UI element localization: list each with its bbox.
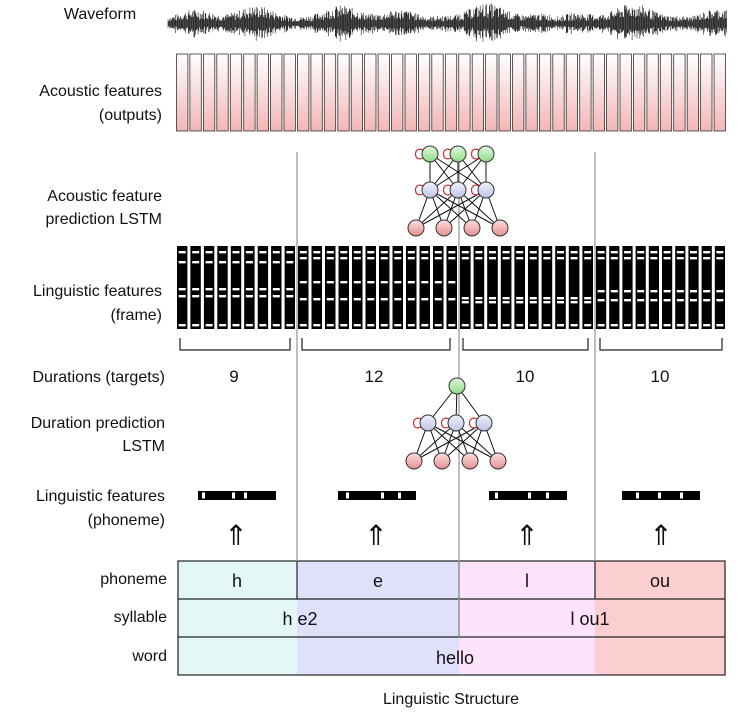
column-h (178, 561, 297, 675)
phoneme-cell-ou: ou (650, 571, 670, 591)
phoneme-cell-l: l (525, 571, 529, 591)
duration-lstm-network (405, 377, 507, 470)
up-arrow-h: ⇑ (224, 520, 247, 551)
waveform-signal (167, 3, 727, 42)
column-l (459, 561, 595, 675)
label-ling-phoneme-sub: (phoneme) (88, 512, 165, 529)
label-acoustic-lstm: Acoustic feature (47, 188, 162, 205)
word-cell: hello (436, 648, 474, 668)
label-row-syllable: syllable (114, 609, 167, 626)
acoustic-lstm-network (407, 145, 509, 237)
column-ou (595, 561, 725, 675)
duration-value-ou: 10 (651, 367, 670, 386)
label-waveform: Waveform (64, 6, 136, 23)
syllable-cell-1: h e2 (282, 609, 317, 629)
syllable-cell-2: l ou1 (570, 609, 609, 629)
label-footer: Linguistic Structure (383, 691, 519, 708)
label-durations: Durations (targets) (33, 369, 166, 386)
label-row-word: word (131, 648, 167, 665)
label-acoustic-lstm-sub: prediction LSTM (46, 211, 163, 228)
label-acoustic-features: Acoustic features (39, 83, 162, 100)
column-e (297, 561, 459, 675)
label-ling-phoneme: Linguistic features (36, 488, 165, 505)
label-row-phoneme: phoneme (100, 571, 167, 588)
phoneme-boundaries (296, 152, 596, 637)
up-arrow-l: ⇑ (515, 520, 538, 551)
linguistic-frame-bars (177, 246, 725, 329)
label-duration-lstm: Duration prediction (31, 415, 165, 432)
label-duration-lstm-sub: LSTM (122, 438, 165, 455)
linguistic-phoneme-bars (198, 491, 700, 500)
phoneme-cell-e: e (373, 571, 383, 591)
label-ling-frame-sub: (frame) (110, 307, 162, 324)
label-acoustic-features-sub: (outputs) (99, 107, 162, 124)
linguistic-structure-table: h e l ou h e2 l ou1 hello (177, 560, 726, 676)
phoneme-cell-h: h (232, 571, 242, 591)
acoustic-feature-bars (176, 53, 726, 132)
label-ling-frame: Linguistic features (33, 283, 162, 300)
duration-value-e: 12 (365, 367, 384, 386)
duration-value-l: 10 (516, 367, 535, 386)
up-arrow-ou: ⇑ (649, 520, 672, 551)
duration-brackets (179, 338, 723, 351)
duration-value-h: 9 (229, 367, 238, 386)
up-arrow-e: ⇑ (364, 520, 387, 551)
